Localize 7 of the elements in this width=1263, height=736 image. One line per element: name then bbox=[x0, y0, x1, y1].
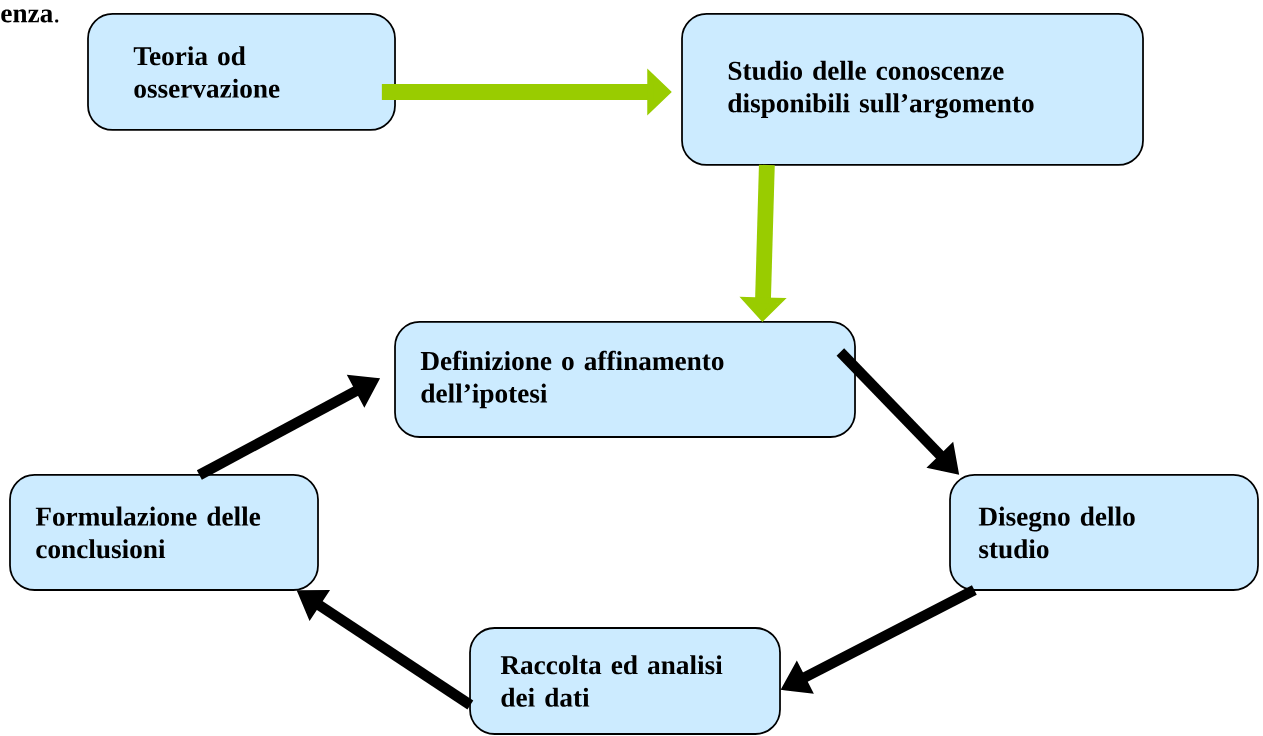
process-box: Raccolta ed analisi dei dati bbox=[469, 627, 781, 735]
process-box: Formulazione delle conclusioni bbox=[9, 474, 319, 591]
process-box: Studio delle conoscenze disponibili sull’argomento bbox=[681, 13, 1144, 166]
heading-fragment: enza. bbox=[1, 9, 59, 23]
process-box: Disegno dello studio bbox=[949, 474, 1259, 591]
process-box: Definizione o affinamento dell’ipotesi bbox=[394, 321, 856, 438]
process-box: Teoria od osservazione bbox=[87, 13, 396, 131]
